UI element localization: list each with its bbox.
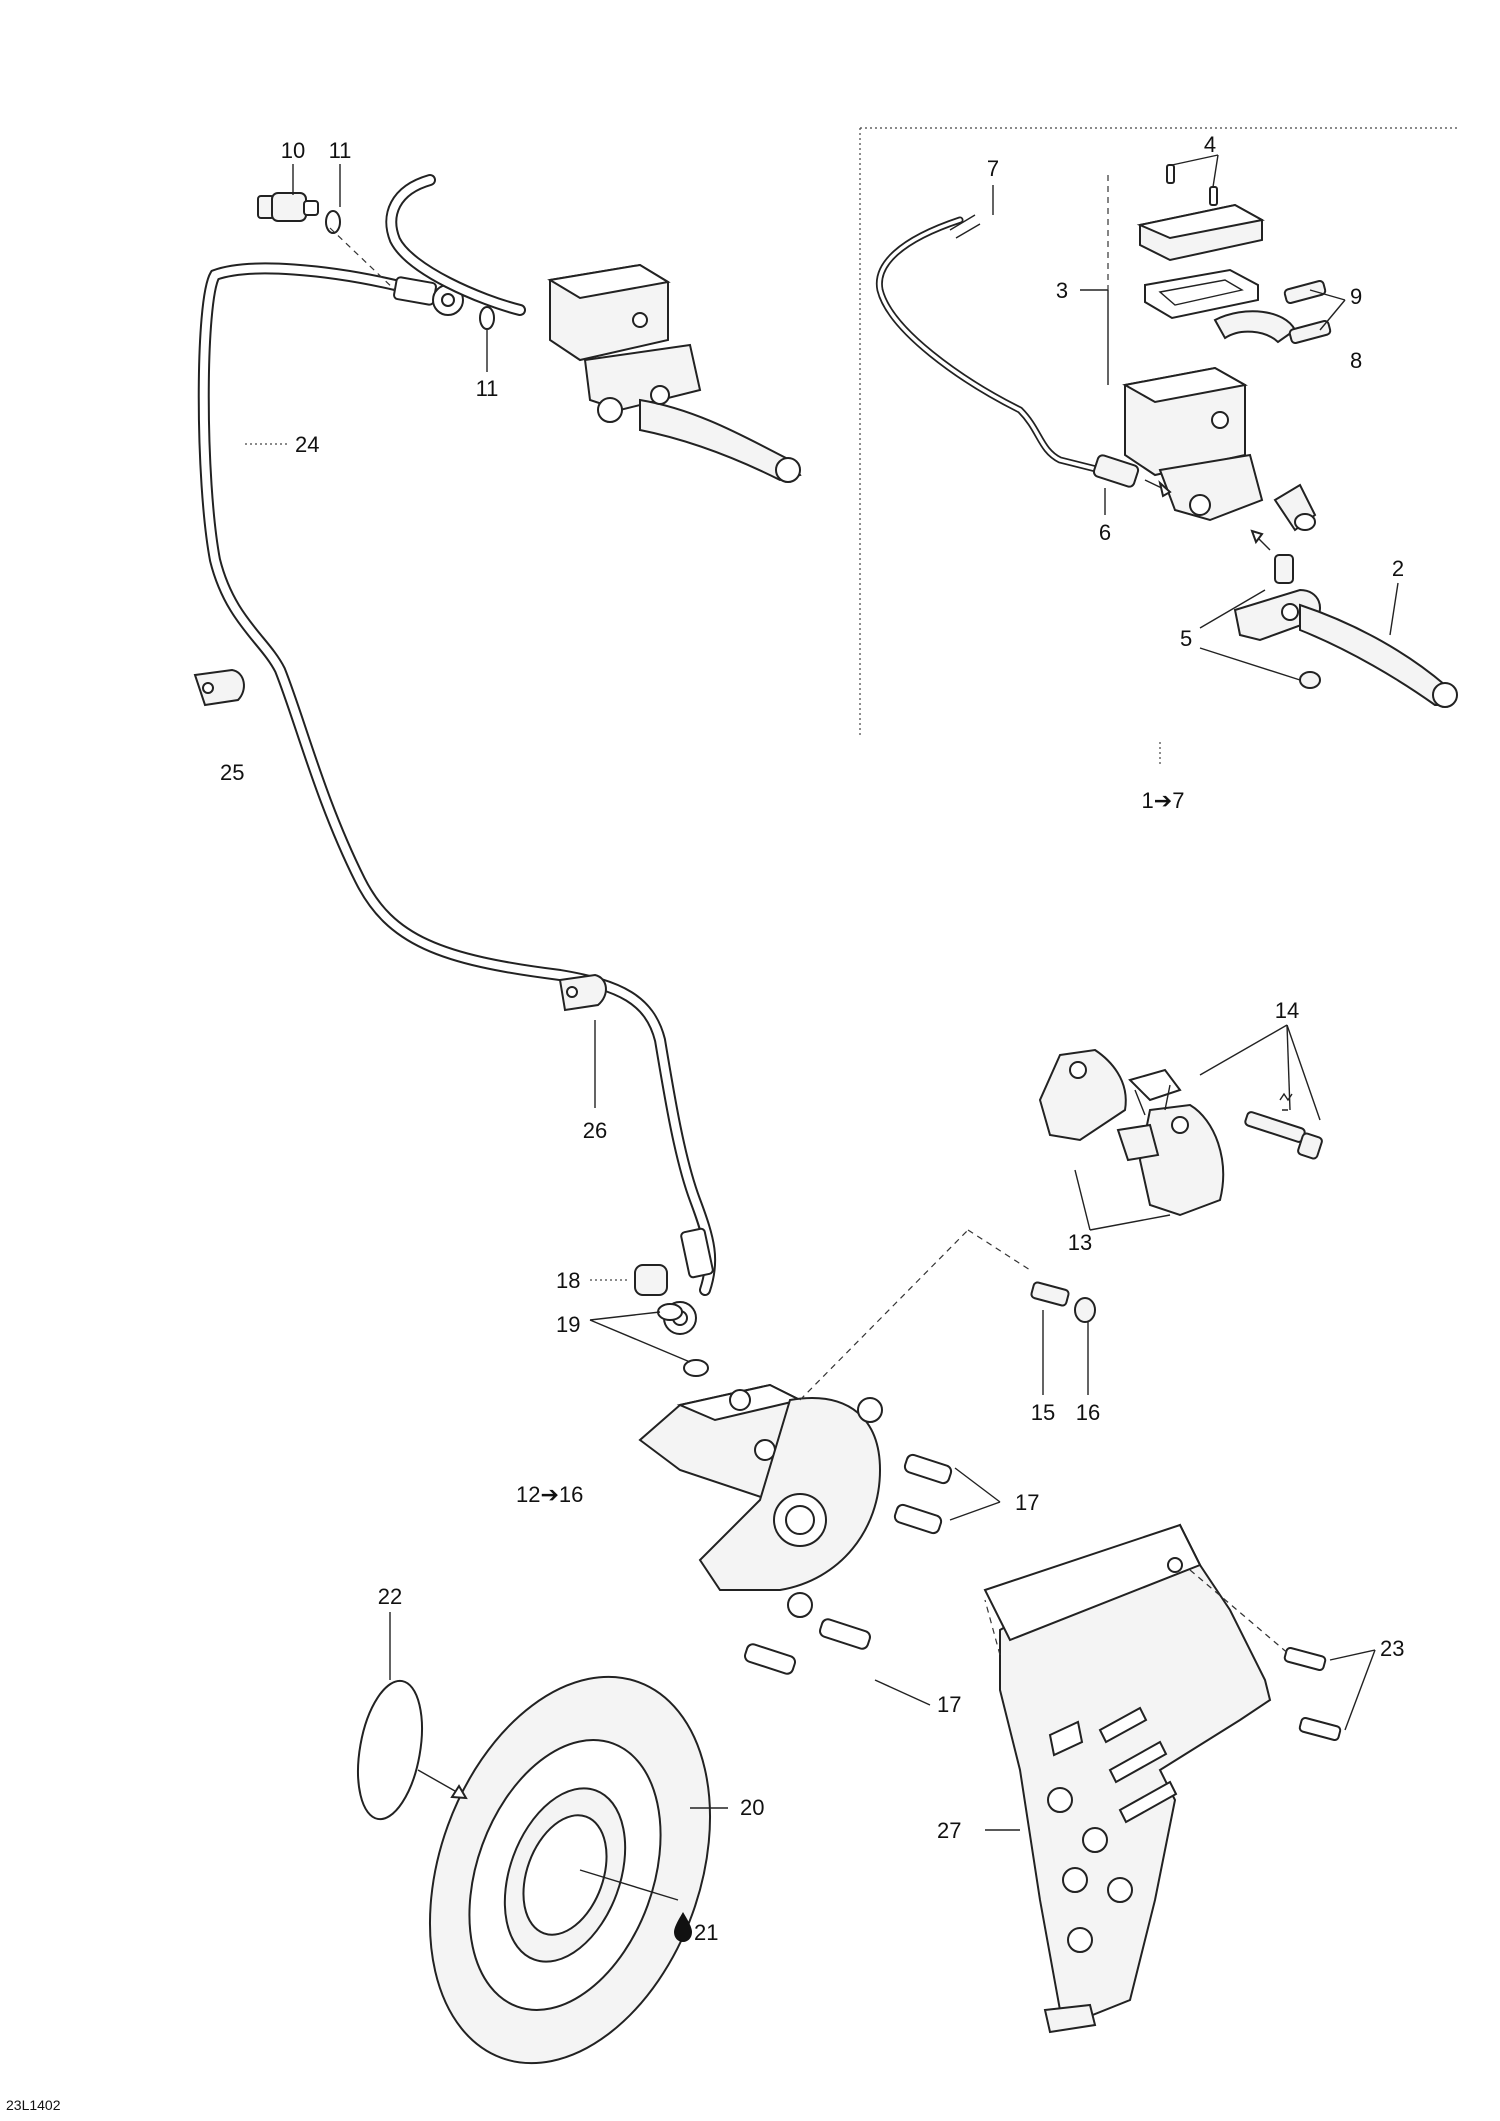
caliper-bolts [744,1453,953,1675]
brake-light-switch [1092,454,1140,488]
brake-lever [1233,588,1458,708]
callout-25: 25 [220,760,244,785]
callout-12-to-16: 12➔16 [516,1482,583,1507]
brake-light-switch-wire [875,214,1104,474]
banjo-bolt [257,192,319,222]
callout-24: 24 [295,432,319,457]
callout-13: 13 [1068,1230,1092,1255]
hose-clip-upper [193,668,245,707]
callout-22: 22 [378,1584,402,1609]
leader-lines [245,154,1399,1901]
disc-arrow [417,1769,468,1800]
callout-21: 21 [694,1920,718,1945]
drop-icon [674,1912,692,1942]
master-cylinder-main [385,174,802,483]
callout-7: 7 [987,156,999,181]
callout-3: 3 [1056,278,1068,303]
inset-frame [859,127,1458,738]
callout-11: 11 [476,376,499,401]
callout-21-group: 21 [674,1912,718,1945]
callout-27: 27 [937,1818,961,1843]
callout-17: 17 [1015,1490,1039,1515]
reservoir-diaphragm [1144,268,1259,320]
callout-10: 10 [281,138,305,163]
callout-26: 26 [583,1118,607,1143]
callout-18: 18 [556,1268,580,1293]
callout-14: 14 [1275,998,1299,1023]
callout-11: 11 [329,138,352,163]
hose-clip-lower [558,973,607,1012]
callout-17: 17 [937,1692,961,1717]
disc-o-ring [357,1679,423,1821]
guard-screws [1283,1646,1342,1742]
handlebar-clamp [1213,310,1297,344]
callout-16: 16 [1076,1400,1100,1425]
bleeder-screw [1030,1281,1070,1307]
callout-labels: 10 11 11 24 25 26 7 4 3 9 8 6 2 5 1➔7 14… [6,132,1404,2113]
clamp-screws [1283,279,1332,345]
brake-disc [428,1675,712,2065]
pivot-pin [1274,554,1294,584]
inset-arrows [1144,479,1271,551]
callout-20: 20 [740,1795,764,1820]
pad-spring [1128,1068,1182,1116]
callout-1-to-7: 1➔7 [1142,788,1185,813]
brake-hose [197,262,717,1335]
callout-19: 19 [556,1312,580,1337]
callout-15: 15 [1031,1400,1055,1425]
bleeder-cap [1074,1297,1096,1323]
reservoir-cover-screws [1166,164,1218,206]
callout-8: 8 [1350,348,1362,373]
pad-pin [1244,1111,1323,1160]
washer-lower [479,306,495,330]
brake-pads [1038,1048,1225,1217]
callout-23: 23 [1380,1636,1404,1661]
master-cylinder-body [1122,366,1264,522]
caliper-guard [983,1523,1272,2034]
washer-upper [325,210,341,234]
callout-6: 6 [1099,520,1111,545]
figure-code: 23L1402 [6,2097,61,2113]
callout-4: 4 [1204,132,1216,157]
brake-caliper [638,1383,883,1618]
callout-2: 2 [1392,556,1404,581]
pivot-nut [1299,671,1321,689]
reservoir-cover [1136,203,1265,262]
callout-9: 9 [1350,284,1362,309]
caliper-banjo-bolt [634,1264,668,1296]
callout-5: 5 [1180,626,1192,651]
lever-boot [1273,483,1317,532]
